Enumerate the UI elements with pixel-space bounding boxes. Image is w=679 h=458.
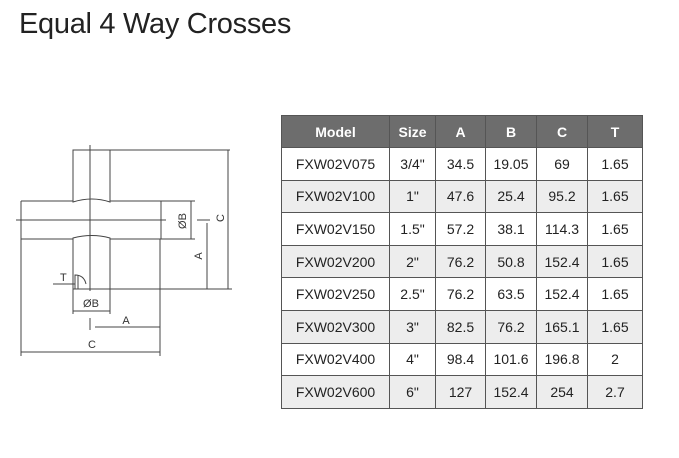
t-label: T: [60, 272, 67, 284]
table-cell: 76.2: [435, 277, 486, 311]
table-cell: 254: [536, 375, 588, 409]
table-cell: 1.65: [587, 179, 643, 214]
table-cell: 3": [389, 309, 436, 344]
table-cell: 4": [389, 342, 436, 377]
table-cell: 19.05: [485, 147, 537, 181]
table-cell: 34.5: [435, 147, 486, 181]
table-cell: 25.4: [485, 179, 537, 214]
table-cell: FXW02V400: [281, 342, 390, 377]
column-header: A: [435, 115, 486, 148]
table-cell: 1.65: [587, 309, 643, 344]
table-cell: FXW02V600: [281, 375, 390, 409]
table-cell: 196.8: [536, 342, 588, 377]
c-bottom-label: C: [88, 339, 96, 351]
table-cell: 152.4: [536, 244, 588, 279]
column-header: C: [536, 115, 588, 148]
table-cell: 2": [389, 244, 436, 279]
column-header: T: [587, 115, 643, 148]
table-cell: FXW02V250: [281, 277, 390, 311]
a-bottom-label: A: [122, 315, 130, 327]
column-header: B: [485, 115, 537, 148]
table-cell: 95.2: [536, 179, 588, 214]
table-cell: 152.4: [485, 375, 537, 409]
table-cell: 3/4": [389, 147, 436, 181]
table-cell: FXW02V150: [281, 212, 390, 246]
table-cell: 1.65: [587, 244, 643, 279]
table-cell: 50.8: [485, 244, 537, 279]
table-cell: FXW02V200: [281, 244, 390, 279]
table-cell: FXW02V100: [281, 179, 390, 214]
table-cell: 47.6: [435, 179, 486, 214]
c-right-label: C: [215, 214, 227, 222]
table-cell: FXW02V075: [281, 147, 390, 181]
table-cell: 114.3: [536, 212, 588, 246]
table-cell: 76.2: [435, 244, 486, 279]
table-cell: 1.5": [389, 212, 436, 246]
table-cell: 63.5: [485, 277, 537, 311]
a-right-label: A: [193, 252, 205, 260]
table-cell: 1": [389, 179, 436, 214]
top-branch: [72, 149, 111, 203]
table-cell: 1.65: [587, 277, 643, 311]
table-cell: 76.2: [485, 309, 537, 344]
table-cell: 2: [587, 342, 643, 377]
column-header: Size: [389, 115, 436, 148]
table-cell: 57.2: [435, 212, 486, 246]
table-cell: 101.6: [485, 342, 537, 377]
table-cell: 82.5: [435, 309, 486, 344]
table-cell: 2.5": [389, 277, 436, 311]
column-header: Model: [281, 115, 390, 148]
page-title: Equal 4 Way Crosses: [19, 8, 292, 40]
table-cell: 2.7: [587, 375, 643, 409]
table-cell: 1.65: [587, 147, 643, 181]
bottom-branch: [72, 235, 111, 290]
cross-diagram: ØB A C T ØB A C: [16, 145, 232, 356]
ob-right-label: ØB: [177, 213, 189, 229]
table-cell: 165.1: [536, 309, 588, 344]
table-cell: 98.4: [435, 342, 486, 377]
table-cell: FXW02V300: [281, 309, 390, 344]
table-cell: 127: [435, 375, 486, 409]
table-cell: 1.65: [587, 212, 643, 246]
table-cell: 69: [536, 147, 588, 181]
table-cell: 152.4: [536, 277, 588, 311]
table-cell: 6": [389, 375, 436, 409]
ob-bottom-label: ØB: [83, 298, 99, 310]
table-cell: 38.1: [485, 212, 537, 246]
